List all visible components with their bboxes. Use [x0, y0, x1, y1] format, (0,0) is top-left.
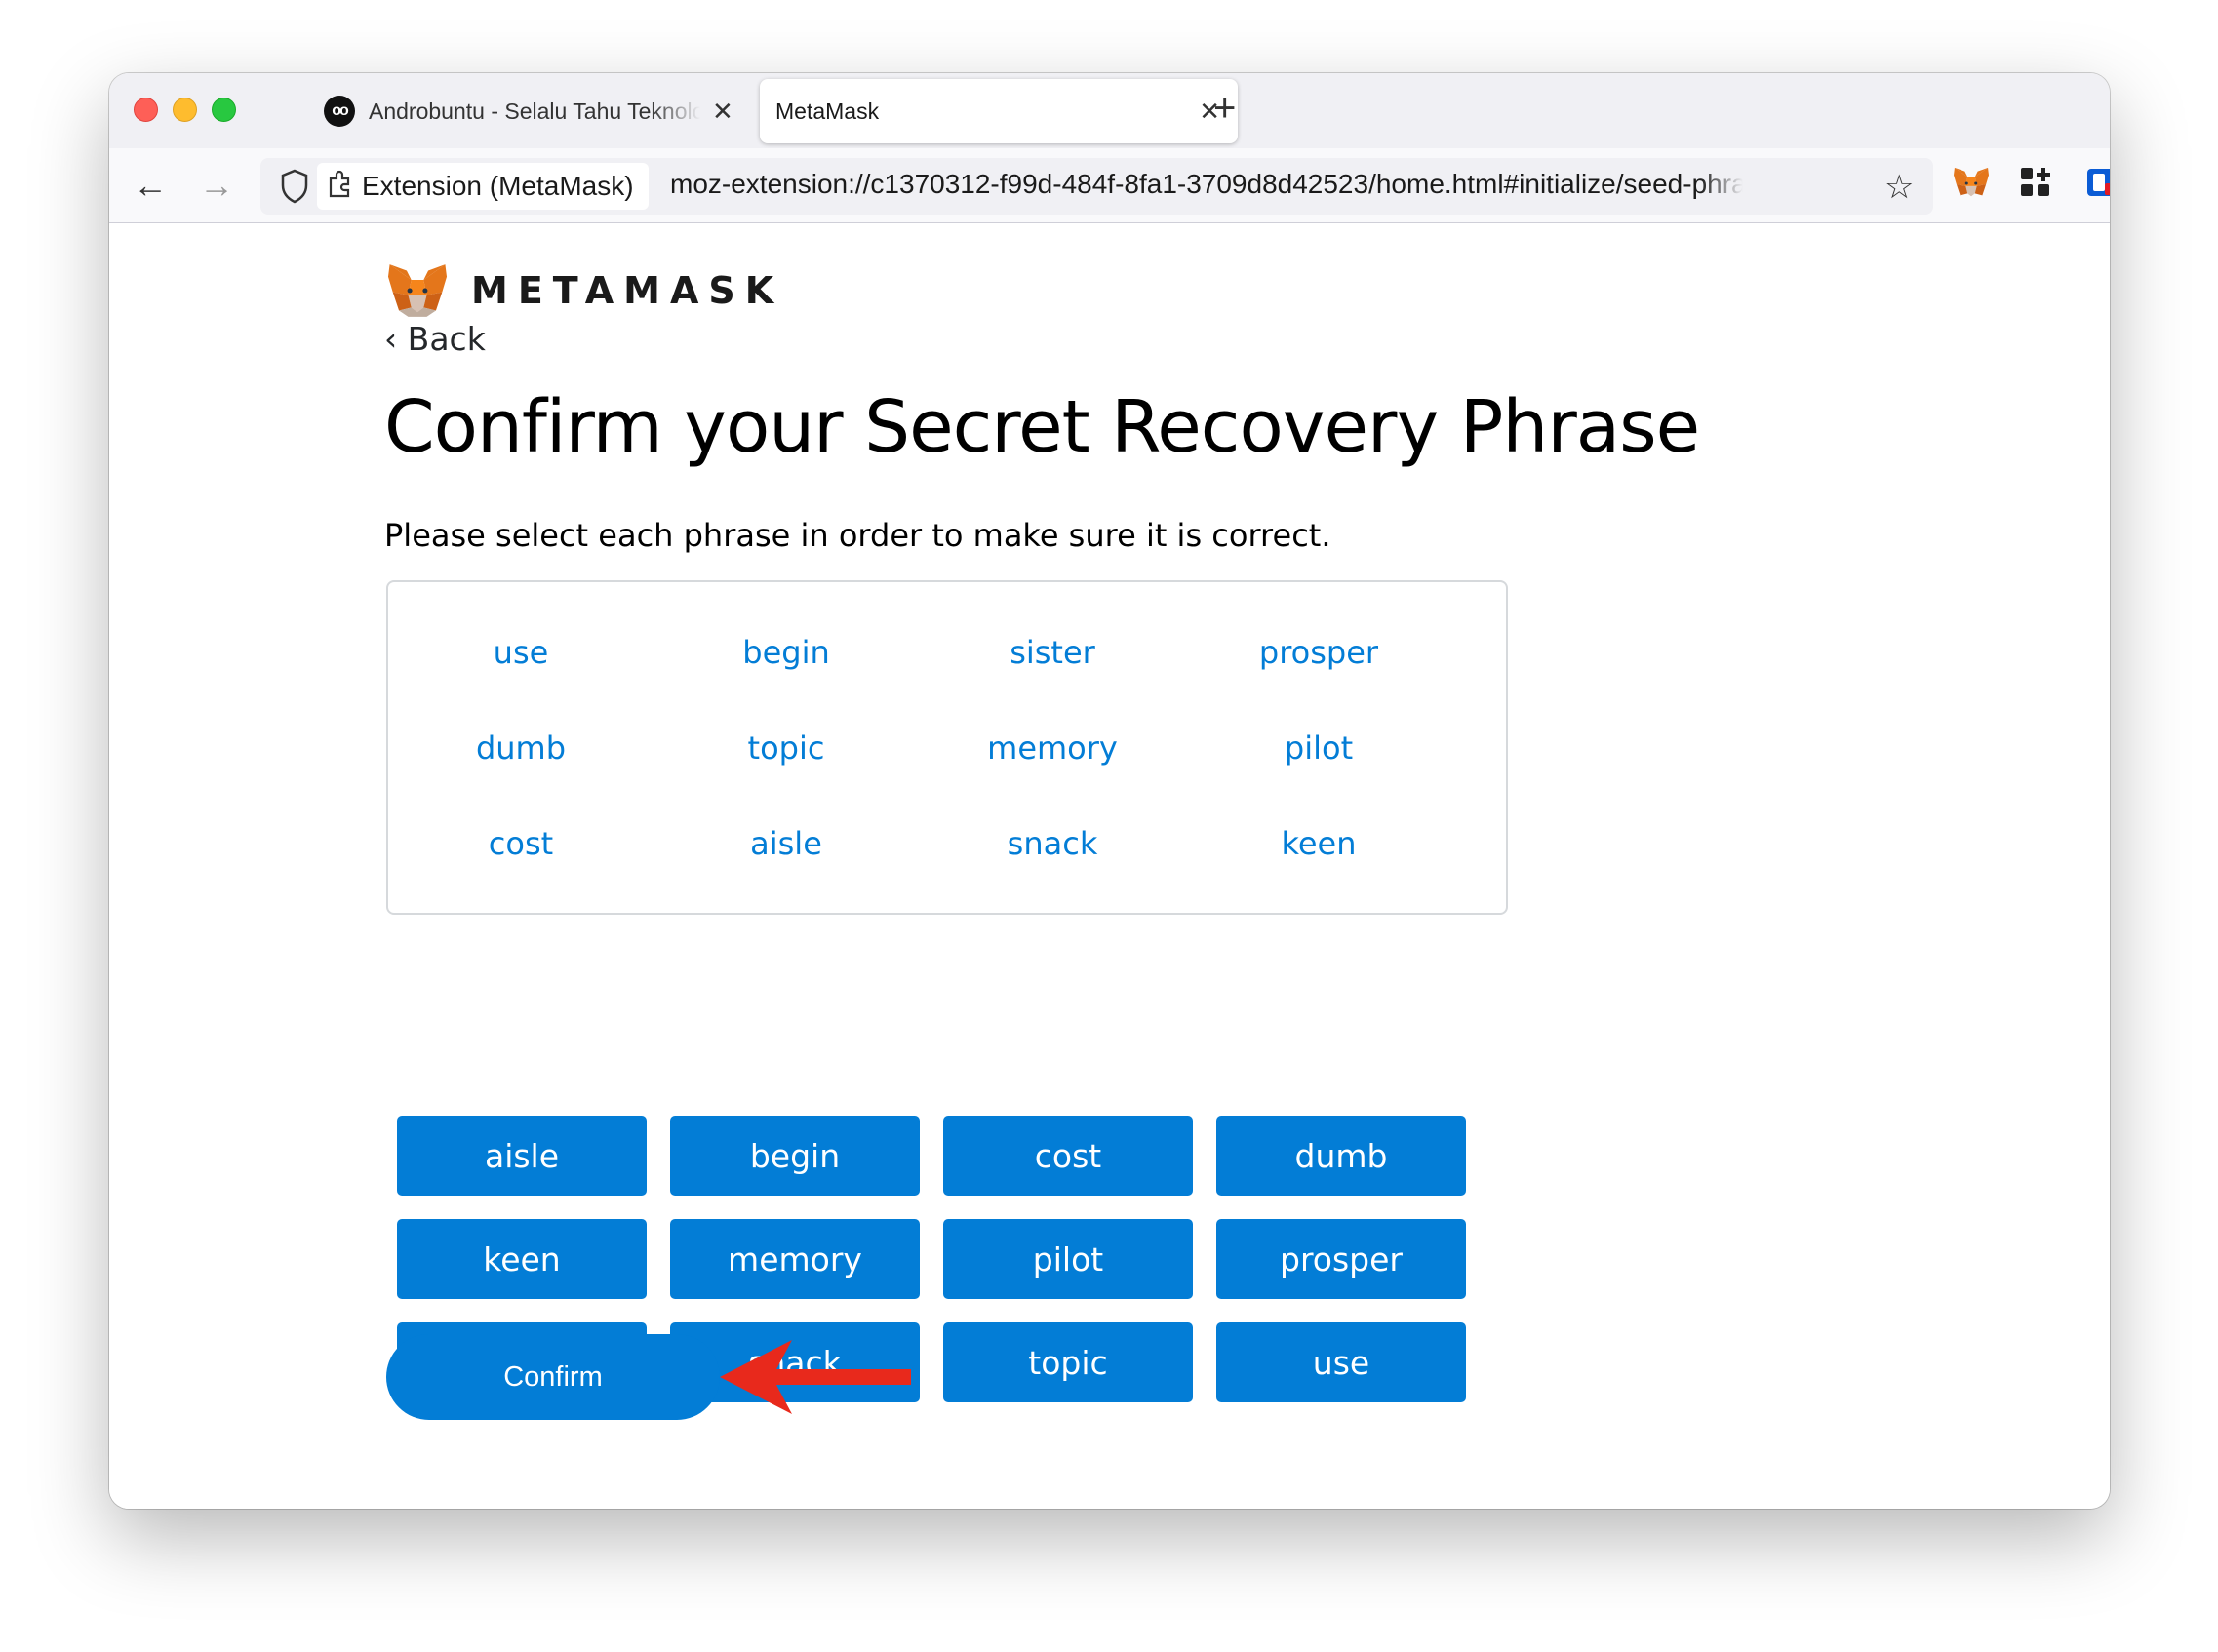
word-button[interactable]: dumb: [1216, 1116, 1466, 1196]
back-link[interactable]: ‹ Back: [384, 320, 486, 358]
metamask-logo: METAMASK: [385, 261, 783, 320]
selected-word[interactable]: topic: [747, 729, 825, 767]
site-identity-chip[interactable]: Extension (MetaMask): [317, 163, 649, 210]
selected-word[interactable]: aisle: [750, 825, 822, 862]
back-arrow-icon[interactable]: ←: [133, 165, 168, 205]
selected-word[interactable]: prosper: [1258, 634, 1379, 671]
zoom-window-button[interactable]: [212, 98, 236, 122]
selected-word[interactable]: cost: [488, 825, 554, 862]
browser-window: oo Androbuntu - Selalu Tahu Teknologi ✕ …: [109, 73, 2110, 1509]
page-subtitle: Please select each phrase in order to ma…: [384, 517, 1331, 554]
shield-icon[interactable]: [280, 169, 309, 209]
selected-word[interactable]: dumb: [475, 729, 567, 767]
new-tab-icon[interactable]: +: [1213, 87, 1237, 130]
tab-metamask[interactable]: MetaMask ✕: [760, 79, 1238, 143]
minimize-window-button[interactable]: [173, 98, 197, 122]
tab-title: Androbuntu - Selalu Tahu Teknologi: [369, 98, 700, 124]
word-button[interactable]: use: [1216, 1322, 1466, 1402]
extensions-grid-icon[interactable]: [2019, 166, 2052, 204]
metamask-fox-icon[interactable]: [1953, 166, 1990, 206]
androbuntu-logo-icon: oo: [324, 96, 355, 127]
selected-word[interactable]: sister: [1010, 634, 1095, 671]
word-button[interactable]: pilot: [943, 1219, 1193, 1299]
selected-phrase-box: use begin sister prosper dumb topic memo…: [386, 580, 1508, 915]
url-bar[interactable]: Extension (MetaMask) moz-extension://c13…: [260, 158, 1933, 215]
tab-androbuntu[interactable]: oo Androbuntu - Selalu Tahu Teknologi ✕: [324, 79, 851, 143]
word-button[interactable]: cost: [943, 1116, 1193, 1196]
confirm-button[interactable]: Confirm: [386, 1334, 720, 1420]
selected-word[interactable]: begin: [742, 634, 830, 671]
selected-word[interactable]: keen: [1281, 825, 1357, 862]
tab-close-icon[interactable]: ✕: [712, 96, 733, 126]
tab-close-icon[interactable]: ✕: [1199, 96, 1220, 126]
navigation-bar: ← → Extension (MetaMask) moz-extension:/…: [109, 148, 2110, 223]
word-button[interactable]: aisle: [397, 1116, 647, 1196]
metamask-fox-icon: [388, 264, 447, 317]
url-text[interactable]: moz-extension://c1370312-f99d-484f-8fa1-…: [670, 169, 1743, 199]
page-title: Confirm your Secret Recovery Phrase: [384, 385, 1700, 469]
annotation-arrow-icon: [720, 1340, 911, 1414]
selected-word[interactable]: snack: [1007, 825, 1098, 862]
close-window-button[interactable]: [134, 98, 158, 122]
forward-arrow-icon[interactable]: →: [199, 165, 234, 205]
word-button[interactable]: topic: [943, 1322, 1193, 1402]
tab-title: MetaMask: [775, 98, 880, 124]
tab-strip: oo Androbuntu - Selalu Tahu Teknologi ✕ …: [109, 73, 2110, 148]
puzzle-icon: [327, 169, 354, 205]
selected-word[interactable]: pilot: [1284, 729, 1354, 767]
bookmark-star-icon[interactable]: ☆: [1884, 169, 1915, 206]
selected-word[interactable]: memory: [987, 729, 1118, 767]
word-button[interactable]: keen: [397, 1219, 647, 1299]
container-icon[interactable]: [2085, 166, 2110, 204]
brand-wordmark: METAMASK: [471, 269, 784, 312]
word-button[interactable]: begin: [670, 1116, 920, 1196]
site-identity-label: Extension (MetaMask): [362, 171, 634, 201]
metamask-page: METAMASK ‹ Back Confirm your Secret Reco…: [109, 224, 2110, 1509]
word-button[interactable]: prosper: [1216, 1219, 1466, 1299]
selected-word[interactable]: use: [493, 634, 549, 671]
word-button[interactable]: memory: [670, 1219, 920, 1299]
